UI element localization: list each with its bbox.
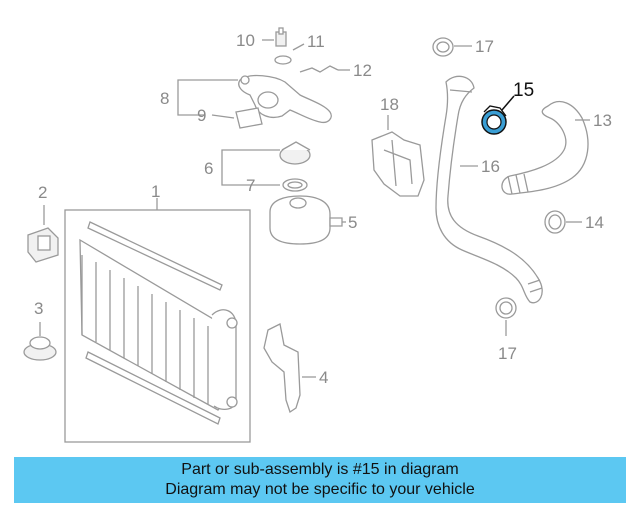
banner-line-part: Part or sub-assembly is #15 in diagram	[181, 461, 459, 478]
bushing-part-3[interactable]	[23, 336, 57, 361]
callout-4[interactable]: 4	[319, 368, 328, 387]
housing-part-8[interactable]	[238, 74, 332, 124]
shroud-part-18[interactable]	[371, 131, 425, 197]
expansion-tank-part-5[interactable]	[269, 195, 343, 245]
mount-part-2[interactable]	[27, 227, 59, 263]
clamp-part-14[interactable]	[544, 210, 566, 234]
sensor-part-10[interactable]	[275, 27, 287, 47]
callout-13[interactable]: 13	[593, 111, 612, 130]
callout-10[interactable]: 10	[236, 31, 255, 50]
cap-part-6[interactable]	[279, 141, 311, 165]
callout-14[interactable]: 14	[585, 213, 604, 232]
hose-part-13[interactable]	[501, 101, 589, 195]
callout-16[interactable]: 16	[481, 157, 500, 176]
callout-1[interactable]: 1	[151, 182, 160, 201]
gasket-part-9[interactable]	[235, 107, 263, 129]
radiator-part-1[interactable]	[64, 209, 251, 443]
callout-17-bottom[interactable]: 17	[498, 344, 517, 363]
callout-8[interactable]: 8	[160, 89, 169, 108]
bracket-part-4[interactable]	[263, 323, 301, 414]
clamp-part-17-top[interactable]	[432, 37, 454, 57]
clamp-part-15-highlighted[interactable]	[481, 105, 507, 135]
callout-15[interactable]: 15	[513, 80, 534, 101]
seal-part-7[interactable]	[282, 178, 308, 192]
callout-9[interactable]: 9	[197, 106, 206, 125]
callout-5[interactable]: 5	[348, 213, 357, 232]
info-banner: Part or sub-assembly is #15 in diagram D…	[14, 457, 626, 503]
parts-diagram: 1 2 3 4 5 6 7 8	[23, 27, 612, 443]
callout-17-top[interactable]: 17	[475, 37, 494, 56]
clamp-part-17-bottom[interactable]	[495, 297, 517, 319]
banner-line-disclaimer: Diagram may not be specific to your vehi…	[165, 481, 475, 498]
clip-part-12[interactable]	[299, 65, 339, 73]
callout-7[interactable]: 7	[246, 176, 255, 195]
callout-3[interactable]: 3	[34, 299, 43, 318]
callout-11[interactable]: 11	[307, 32, 325, 51]
callout-6[interactable]: 6	[204, 159, 213, 178]
callout-18[interactable]: 18	[380, 95, 399, 114]
callout-12[interactable]: 12	[353, 61, 372, 80]
oring-part-11[interactable]	[274, 55, 292, 65]
callout-2[interactable]: 2	[38, 183, 47, 202]
hose-part-16[interactable]	[435, 75, 543, 304]
